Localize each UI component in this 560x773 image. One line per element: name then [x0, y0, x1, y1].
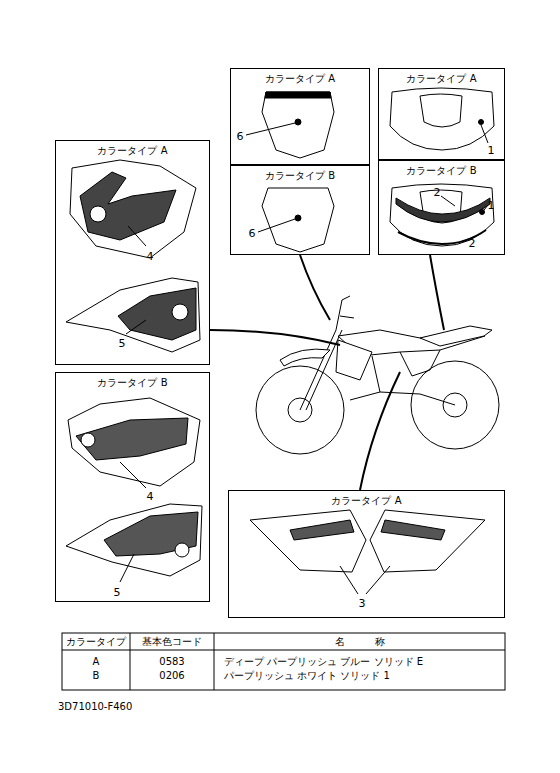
callout-number: 6	[237, 130, 244, 143]
callout-number: 6	[249, 227, 256, 240]
callout-number: 2	[469, 237, 476, 250]
callout-number: 5	[119, 337, 126, 350]
callout-number: 4	[147, 490, 154, 503]
panel-heading: カラータイプ A	[56, 144, 209, 157]
panel-heading: カラータイプ A	[379, 72, 504, 85]
callout-number: 5	[114, 586, 121, 599]
callout-number: 4	[147, 250, 154, 263]
callout-number: 3	[359, 597, 366, 610]
table-header: カラータイプ	[66, 636, 126, 648]
table-cell: ディープ パープリッシュ ブルー ソリッド E	[224, 656, 423, 668]
color-type-panel: カラータイプ B	[55, 372, 210, 602]
table-cell: 0583	[159, 656, 184, 668]
color-type-panel: カラータイプ A	[378, 68, 505, 160]
table-cell: パープリッシュ ホワイト ソリッド 1	[224, 670, 390, 682]
callout-number: 1	[488, 199, 495, 212]
table-cell: B	[93, 670, 100, 682]
color-type-panel: カラータイプ B	[230, 165, 370, 255]
color-type-panel: カラータイプ B	[378, 160, 505, 255]
panel-heading: カラータイプ B	[56, 376, 209, 389]
table-header: 名 称	[335, 636, 385, 648]
color-type-panel: カラータイプ A	[230, 68, 370, 165]
panel-heading: カラータイプ B	[379, 164, 504, 177]
color-type-panel: カラータイプ A	[228, 490, 505, 618]
table-cell: 0206	[159, 670, 184, 682]
callout-number: 2	[434, 186, 441, 199]
table-cell: A	[93, 656, 100, 668]
panel-heading: カラータイプ A	[229, 494, 504, 507]
callout-number: 1	[488, 144, 495, 157]
color-type-panel: カラータイプ A	[55, 140, 210, 365]
table-header: 基本色コード	[142, 636, 202, 648]
panel-heading: カラータイプ B	[231, 169, 369, 182]
panel-heading: カラータイプ A	[231, 72, 369, 85]
drawing-number: 3D71010-F460	[58, 701, 132, 713]
